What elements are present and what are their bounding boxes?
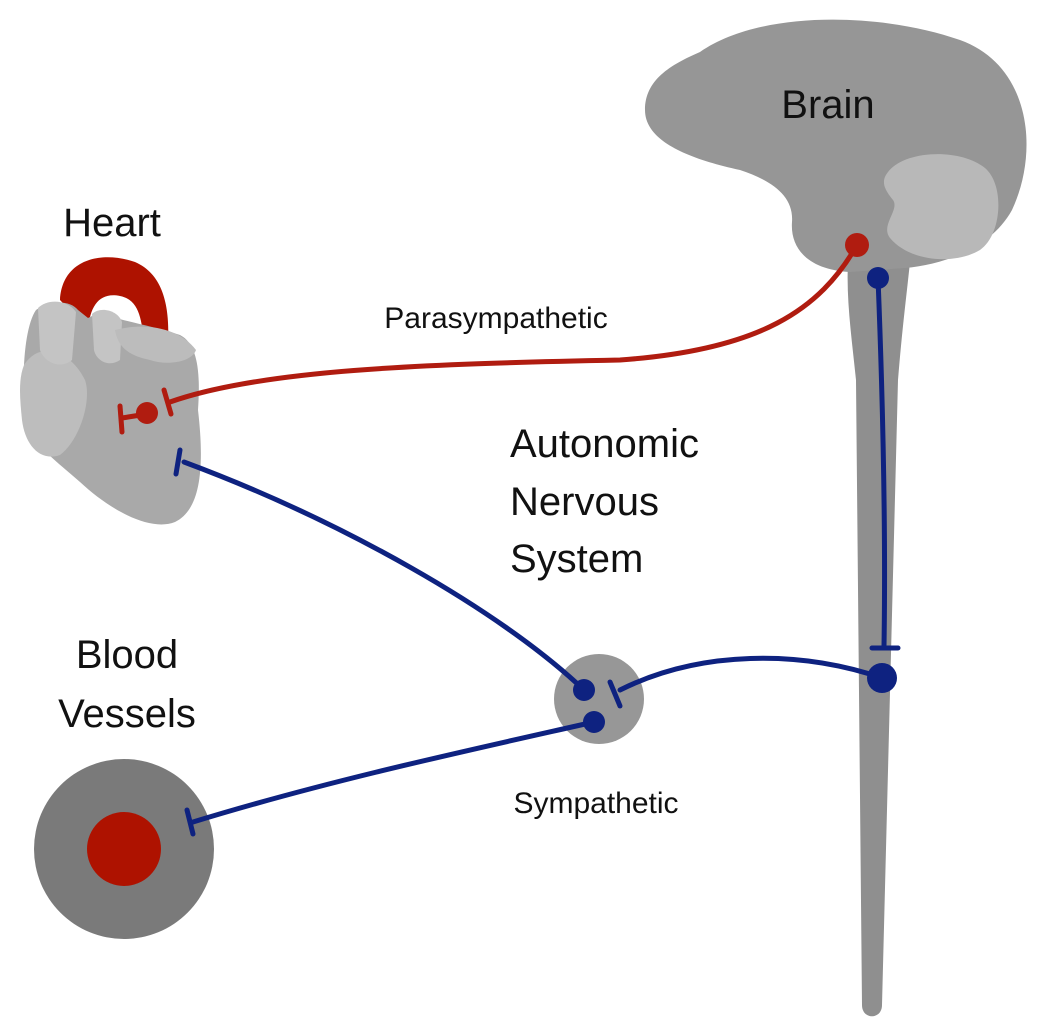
brain-cerebellum xyxy=(884,154,998,259)
ans-label-line-2: Nervous xyxy=(510,480,659,524)
sympathetic-origin-dot xyxy=(867,267,889,289)
parasympathetic-ganglion-dot xyxy=(136,402,158,424)
blood-vessel-organ xyxy=(34,759,214,939)
parasympathetic-label: Parasympathetic xyxy=(384,302,607,335)
spinal-cord xyxy=(848,262,910,1016)
heart-label: Heart xyxy=(63,201,161,245)
blood-vessels-label-line-2: Vessels xyxy=(58,692,196,736)
sympathetic-label: Sympathetic xyxy=(513,787,678,820)
sympathetic-preganglionic xyxy=(620,658,882,690)
heart-vessel-left xyxy=(38,302,76,365)
brain-and-spinal-cord xyxy=(645,20,1027,1017)
brain-label: Brain xyxy=(781,83,874,127)
blood-vessels-label-line-1: Blood xyxy=(76,633,178,677)
sympathetic-ganglion-dot-lower xyxy=(583,711,605,733)
sympathetic-cord-dot xyxy=(867,663,897,693)
ans-label-line-3: System xyxy=(510,537,643,581)
blood-vessel-lumen xyxy=(87,812,161,886)
parasympathetic-origin-dot xyxy=(845,233,869,257)
parasympathetic-heart-bar xyxy=(120,406,122,432)
sympathetic-ganglion-dot-upper xyxy=(573,679,595,701)
ans-label-line-1: Autonomic xyxy=(510,422,699,466)
parasympathetic-pathway xyxy=(120,245,857,432)
heart-organ xyxy=(20,257,201,524)
